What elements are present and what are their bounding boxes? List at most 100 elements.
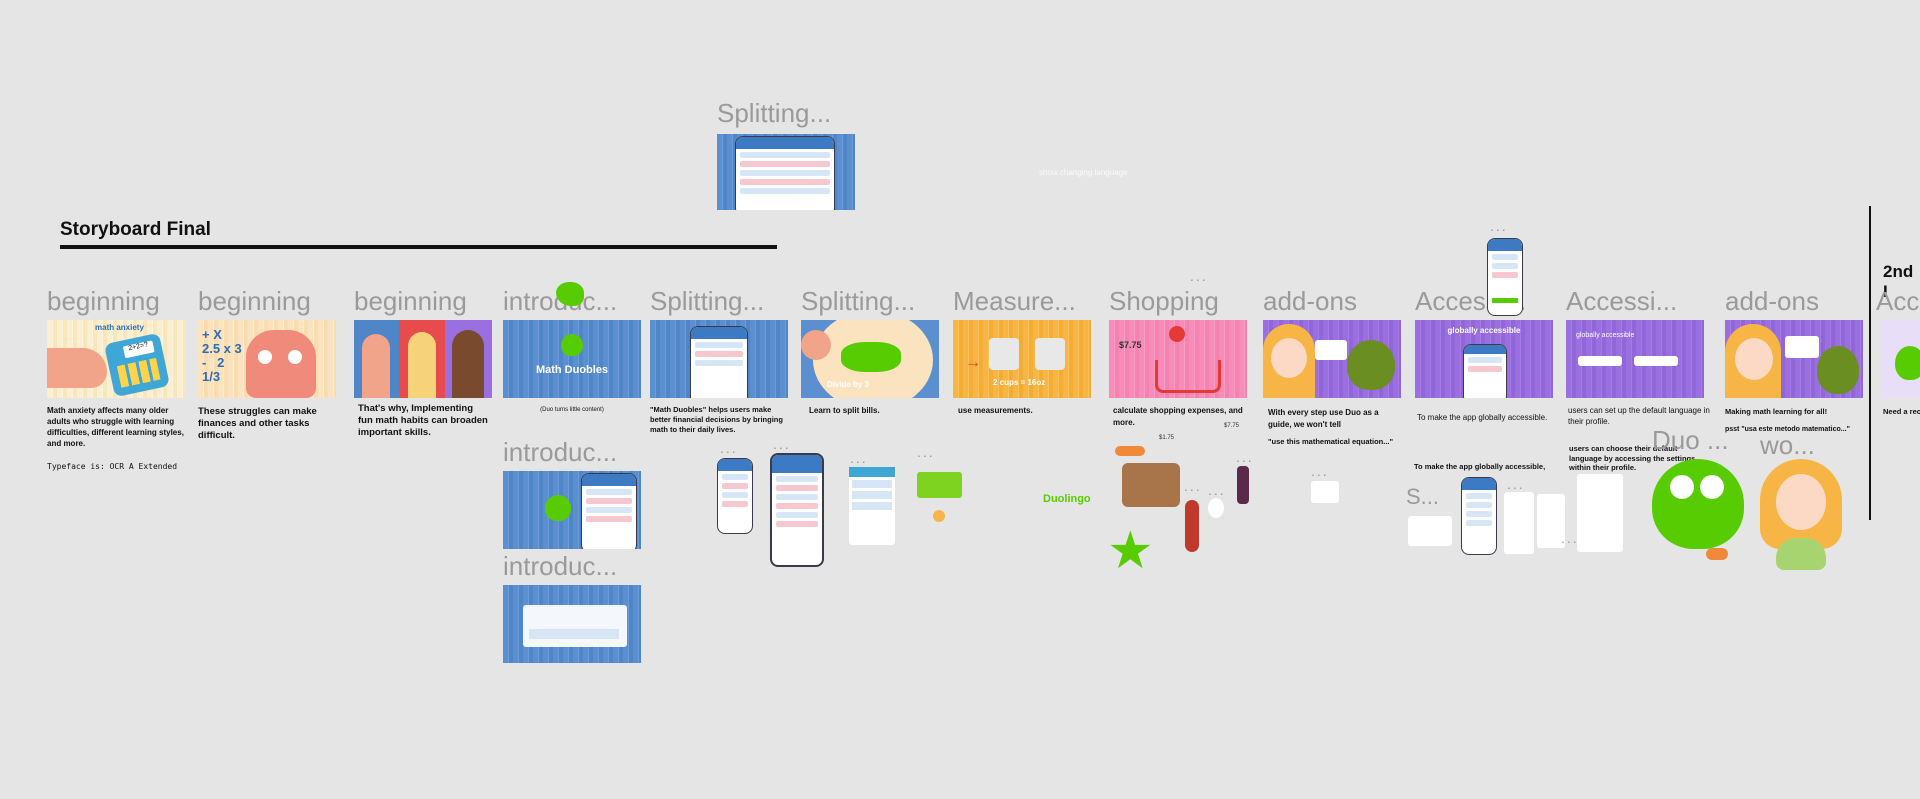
frame-caption: That's why, Implementing fun math habits… — [358, 403, 488, 438]
storyboard-frame[interactable] — [1263, 320, 1401, 398]
salad-illustration — [841, 342, 901, 372]
language-list — [1408, 516, 1452, 546]
duo-owl-icon — [561, 334, 583, 356]
phone-mockup — [1463, 344, 1507, 398]
storyboard-frame[interactable] — [650, 320, 788, 398]
frame-art-label: Divide by 3 — [827, 380, 870, 389]
character-illustration — [246, 330, 316, 398]
hand-illustration — [47, 348, 107, 388]
frame-title: Measure... — [953, 286, 1076, 316]
more-dots: ... — [850, 450, 868, 466]
top-splitting-frame[interactable] — [717, 134, 855, 210]
storyboard-frame[interactable] — [1881, 320, 1920, 398]
language-list[interactable] — [1504, 492, 1534, 554]
calculator-icon: 2+2=? — [103, 332, 171, 398]
more-dots: ... — [1490, 218, 1508, 234]
frame-title: Shopping — [1109, 286, 1219, 316]
price-label: $1.75 — [1159, 435, 1175, 441]
frame-title: beginning — [354, 286, 467, 316]
carrot-icon — [1115, 446, 1145, 456]
frame-caption: users can set up the default language in… — [1568, 406, 1710, 426]
basket-icon — [1155, 360, 1221, 393]
top-note: show changing language — [1039, 168, 1128, 177]
frame-art-label: $7.75 — [1119, 340, 1142, 350]
frame-title: introduc... — [503, 551, 618, 581]
frame-caption: calculate shopping expenses, and more. — [1113, 406, 1243, 427]
frame-title: beginning — [47, 286, 160, 316]
title-underline — [60, 245, 777, 249]
phone-mockup[interactable] — [717, 458, 753, 534]
access-caption-lower-2: users can choose their default language … — [1569, 444, 1696, 472]
duo-owl-icon — [1652, 459, 1744, 549]
frame-caption: These struggles can make finances and ot… — [198, 406, 317, 441]
storyboard-frame[interactable] — [1725, 320, 1863, 398]
info-card[interactable] — [849, 467, 895, 545]
frame-caption: To make the app globally accessible. — [1417, 413, 1548, 422]
frame-art-label: Math Duobles — [535, 364, 609, 376]
frame-title: Duo ... — [1652, 425, 1729, 455]
speech-bubble — [1315, 340, 1347, 360]
storyboard-frame[interactable]: globally accessible — [1566, 320, 1704, 398]
storyboard-frame[interactable]: → 2 cups = 16oz — [953, 320, 1091, 398]
language-list[interactable] — [1537, 494, 1565, 548]
frame-title: wo... — [1760, 430, 1815, 460]
language-list[interactable] — [1577, 474, 1623, 552]
access-caption-lower: To make the app globally accessible, — [1414, 462, 1546, 471]
frame-title: Splitting... — [650, 286, 765, 316]
frame-art-label: 2 cups = 16oz — [993, 378, 1046, 387]
section-divider — [1869, 206, 1871, 520]
measuring-cup-icon — [989, 338, 1019, 370]
frame-title: add-ons — [1263, 286, 1357, 316]
frame-art-label: math anxiety — [95, 323, 144, 332]
storyboard-frame[interactable] — [354, 320, 492, 398]
storyboard-title: Storyboard Final — [60, 219, 211, 240]
storyboard-frame[interactable]: globally accessible — [1415, 320, 1553, 398]
frame-title: introduc... — [503, 437, 618, 467]
phone-mockup[interactable] — [770, 453, 824, 567]
duo-feet — [1706, 548, 1728, 560]
duo-owl-icon — [545, 495, 571, 521]
typeface-note: Typeface is: OCR A Extended — [47, 462, 178, 471]
bottle-icon — [1237, 466, 1249, 504]
more-dots: ... — [917, 444, 935, 460]
more-dots: ... — [720, 440, 738, 456]
measuring-cup-icon — [1035, 338, 1065, 370]
frame-title: add-ons — [1725, 286, 1819, 316]
more-dots: ... — [1190, 268, 1208, 284]
phone-mockup[interactable] — [1461, 477, 1497, 555]
duo-owl-icon — [1895, 346, 1920, 380]
frame-caption: Need a reca — [1883, 407, 1920, 416]
storyboard-frame[interactable]: Divide by 3 — [801, 320, 939, 398]
frame-title: beginning — [198, 286, 311, 316]
frame-caption-quote: psst "usa este metodo matematico..." — [1725, 426, 1850, 433]
phone-mockup — [735, 136, 835, 210]
more-dots: ... — [1311, 463, 1329, 479]
frame-caption: "Math Duobles" helps users make better f… — [650, 405, 783, 434]
leaf-decoration — [556, 282, 584, 306]
frame-caption: Making math learning for all! — [1725, 407, 1828, 416]
storyboard-frame[interactable] — [503, 585, 641, 663]
phone-mockup[interactable] — [1487, 238, 1523, 316]
storyboard-frame[interactable]: Math Duobles — [503, 320, 641, 398]
frame-caption: Math anxiety affects many older adults w… — [47, 406, 184, 448]
star-icon: ★ — [1107, 522, 1154, 580]
storyboard-frame[interactable]: $7.75 — [1109, 320, 1247, 398]
frame-caption: Learn to split bills. — [809, 406, 880, 415]
speech-bubble — [1311, 481, 1339, 503]
frame-title: Splitting... — [801, 286, 916, 316]
storyboard-frame[interactable]: 2+2=? math anxiety — [47, 320, 185, 398]
frame-caption: use measurements. — [958, 406, 1033, 415]
duolingo-label: Duolingo — [1043, 493, 1091, 505]
more-dots: ... — [1507, 476, 1525, 492]
money-icon — [917, 472, 962, 498]
frame-caption: (Duo turns little content) — [540, 407, 604, 413]
frame-caption: With every step use Duo as a guide, we w… — [1268, 408, 1379, 429]
egg-icon — [1208, 498, 1224, 518]
frame-title: S... — [1406, 484, 1440, 509]
storyboard-frame[interactable] — [503, 471, 641, 549]
frame-art-label: globally accessible — [1447, 326, 1521, 335]
language-select — [1634, 356, 1678, 366]
more-dots: ... — [1184, 478, 1202, 494]
phone-mockup — [581, 473, 637, 549]
